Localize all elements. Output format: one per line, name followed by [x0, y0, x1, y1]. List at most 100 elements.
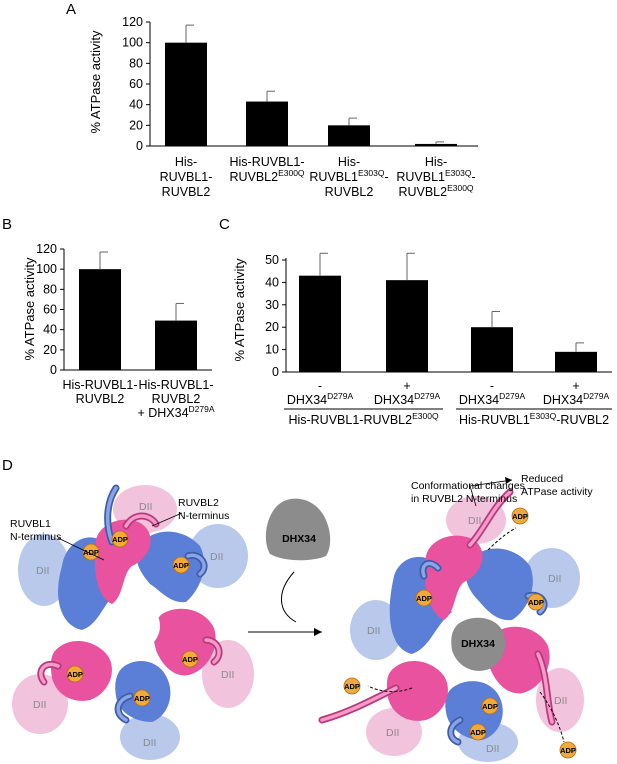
panel-a-category-labels: His-RUVBL1-RUVBL2His-RUVBL1-RUVBL2E300QH… — [160, 155, 476, 199]
category-label: - — [490, 379, 494, 393]
ruvbl1-n-terminus-label-line2: N-terminus — [10, 531, 61, 543]
dii-label: DII — [221, 669, 234, 681]
bar — [79, 269, 121, 370]
group-label: His-RUVBL1-RUVBL2E300Q — [288, 411, 439, 427]
ruvbl2-pointer — [151, 512, 183, 527]
dii-label: DII — [554, 695, 567, 707]
panel-b-y-axis-label: % ATPase activity — [22, 257, 37, 361]
adp-molecule: ADP — [511, 507, 529, 525]
ruvbl1-n-terminus-label-line1: RUVBL1 — [10, 518, 51, 530]
category-label: RUVBL2E300Q — [229, 168, 304, 184]
dii-domain-blue — [120, 714, 180, 760]
dii-label: DII — [143, 737, 156, 749]
y-tick-label: 100 — [36, 262, 57, 276]
ruvbl1-subunit — [445, 681, 503, 740]
panel-c-category-labels: -DHX34D279A+DHX34D279A-DHX34D279A+DHX34D… — [287, 379, 610, 407]
ruvbl2-subunit — [386, 661, 448, 721]
category-label: His- — [338, 155, 360, 169]
category-label: RUVBL2E300Q — [398, 183, 473, 199]
dii-label: DII — [386, 727, 399, 739]
panel-d-letter: D — [2, 457, 13, 474]
category-label: His-RUVBL1- — [62, 378, 137, 392]
ruvbl-ring-complex — [12, 484, 254, 760]
panel-d-diagram: D — [2, 457, 593, 762]
panel-b-bars — [79, 251, 197, 370]
category-label: + DHX34D279A — [137, 404, 214, 420]
bar — [155, 320, 197, 370]
adp-molecule: ADP — [181, 650, 199, 668]
category-label: RUVBL2 — [152, 392, 201, 406]
dii-label: DII — [36, 565, 49, 577]
ruvbl1-subunit — [136, 531, 205, 603]
category-label: RUVBL1E303Q- — [309, 168, 388, 184]
dii-label: DII — [33, 699, 46, 711]
y-tick-label: 10 — [265, 343, 279, 357]
svg-text:ADP: ADP — [134, 694, 150, 703]
ruvbl1-pointer — [57, 537, 105, 561]
bar — [471, 327, 513, 372]
adp-molecule: ADP — [133, 689, 151, 707]
y-tick-label: 20 — [129, 118, 143, 132]
category-label: RUVBL1- — [160, 170, 213, 184]
svg-text:ADP: ADP — [182, 655, 198, 664]
svg-text:ADP: ADP — [112, 535, 128, 544]
dhx34-bound-label: DHX34 — [461, 638, 495, 650]
dii-label: DII — [139, 501, 152, 513]
y-tick-label: 50 — [265, 253, 279, 267]
bar — [555, 351, 597, 372]
y-tick-label: 20 — [43, 343, 57, 357]
ruvbl2-subunit — [153, 608, 216, 676]
y-tick-label: 0 — [50, 363, 57, 377]
y-tick-label: 80 — [129, 56, 143, 70]
reduced-activity-label-line1: Reduced — [521, 473, 563, 485]
category-label: RUVBL2 — [162, 185, 211, 199]
panel-a-bars — [165, 24, 457, 146]
dii-label: DII — [210, 551, 223, 563]
conformational-label-line2: in RUVBL2 N-terminus — [411, 493, 517, 505]
y-tick-label: 100 — [122, 36, 143, 50]
svg-text:ADP: ADP — [512, 512, 528, 521]
y-tick-label: 20 — [265, 320, 279, 334]
dii-domain-blue — [18, 534, 70, 606]
ruvbl2-subunit — [424, 535, 483, 620]
y-tick-label: 40 — [43, 323, 57, 337]
dii-label: DII — [548, 573, 561, 585]
adp-release-arrow — [539, 691, 565, 743]
category-label: RUVBL1E303Q- — [396, 168, 475, 184]
dhx34-free — [265, 498, 331, 561]
category-label: His-RUVBL1- — [138, 378, 213, 392]
panel-a-letter: A — [66, 1, 76, 18]
conformational-pointer — [469, 479, 513, 487]
svg-text:ADP: ADP — [470, 728, 486, 737]
category-label: DHX34D279A — [287, 391, 354, 407]
y-tick-label: 40 — [265, 275, 279, 289]
y-tick-label: 120 — [36, 242, 57, 256]
dii-label: DII — [468, 515, 481, 527]
dhx34-bound-complex: DHX34 — [318, 488, 584, 762]
bar — [386, 280, 428, 372]
category-label: DHX34D279A — [543, 391, 610, 407]
adp-molecule: ADP — [469, 723, 487, 741]
ruvbl1-subunit — [465, 548, 533, 621]
dhx34-free-label: DHX34 — [282, 533, 316, 545]
bar — [328, 125, 370, 146]
bar — [415, 143, 457, 146]
svg-text:ADP: ADP — [482, 702, 498, 711]
adp-molecule: ADP — [559, 741, 577, 759]
panel-b-letter: B — [2, 216, 12, 233]
adp-molecule: ADP — [82, 543, 100, 561]
svg-text:ADP: ADP — [528, 598, 544, 607]
category-label: RUVBL2 — [325, 185, 374, 199]
panel-c-letter: C — [219, 216, 230, 233]
adp-release-arrow — [367, 685, 413, 693]
transition-arrowhead — [314, 628, 322, 636]
adp-molecule: ADP — [343, 677, 361, 695]
binding-curve — [281, 571, 297, 623]
